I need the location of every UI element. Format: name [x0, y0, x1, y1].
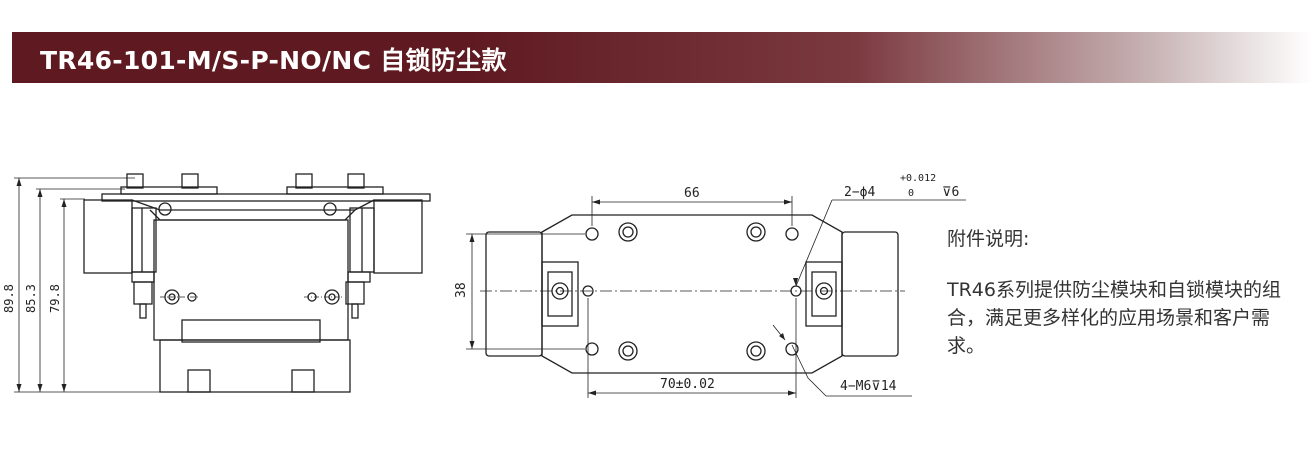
- title-banner: TR46-101-M/S-P-NO/NC 自锁防尘款: [12, 32, 1312, 83]
- top-dim-70: 70±0.02: [660, 377, 715, 392]
- top-dim-38: 38: [454, 282, 469, 298]
- top-view: [466, 196, 966, 398]
- hole-callout: 2−ϕ4: [844, 185, 875, 200]
- hole-tolerance-lower: 0: [908, 188, 914, 199]
- hole-tolerance-upper: +0.012: [900, 173, 936, 184]
- top-dim-66: 66: [684, 186, 700, 201]
- page-title: TR46-101-M/S-P-NO/NC 自锁防尘款: [40, 46, 507, 75]
- thread-callout: 4−M6⊽14: [840, 379, 897, 394]
- side-view: [14, 173, 431, 393]
- side-dim-overall: 89.8: [2, 284, 16, 313]
- side-dim-middle: 85.3: [24, 284, 38, 313]
- notes-body: TR46系列提供防尘模块和自锁模块的组合，满足更多样化的应用场景和客户需求。: [947, 279, 1281, 357]
- accessory-notes: 附件说明: TR46系列提供防尘模块和自锁模块的组合，满足更多样化的应用场景和客…: [947, 225, 1287, 360]
- notes-heading: 附件说明:: [947, 228, 1030, 250]
- hole-depth: ⊽6: [942, 185, 959, 200]
- side-dim-inner: 79.8: [48, 284, 62, 313]
